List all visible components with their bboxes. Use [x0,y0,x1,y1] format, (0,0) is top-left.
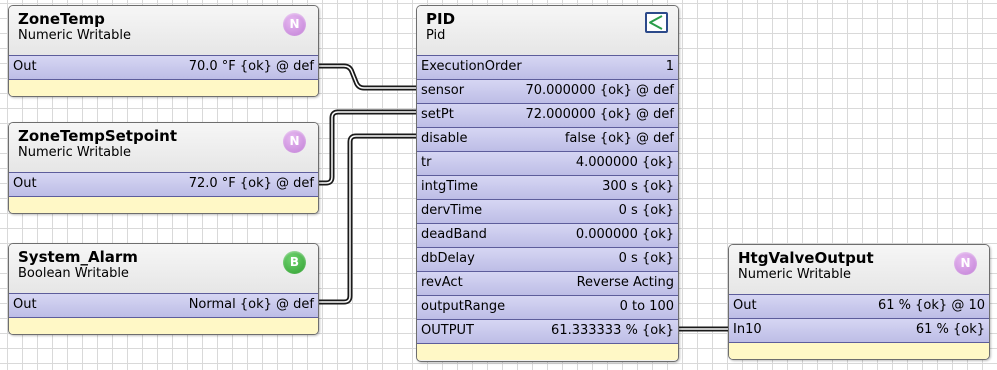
slot-dbdelay[interactable]: dbDelay 0 s {ok} [417,247,678,271]
slot-deadband[interactable]: deadBand 0.000000 {ok} [417,223,678,247]
block-title: ZoneTempSetpoint [18,127,177,145]
numeric-badge-icon: N [954,252,977,275]
block-type: Numeric Writable [738,267,852,282]
slot-name: outputRange [421,299,506,314]
slot-value: 70.0 °F {ok} @ def [188,59,314,74]
slot-name: deadBand [421,227,487,242]
slot-name: tr [421,155,432,170]
slot-value: 0 s {ok} [618,251,674,266]
slot-value: 0 to 100 [619,299,674,314]
slot-name: intgTime [421,179,479,194]
block-header[interactable]: ZoneTemp Numeric Writable N [9,6,318,55]
slot-value: 72.000000 {ok} @ def [525,107,674,122]
slot-out[interactable]: Out Normal {ok} @ def [9,293,318,317]
slot-value: 61 % {ok} @ 10 [878,298,985,313]
slot-name: Out [733,298,757,313]
block-title: PID [426,10,456,28]
system-alarm-block[interactable]: System_Alarm Boolean Writable B Out Norm… [8,243,319,335]
slot-name: Out [13,297,37,312]
slot-name: disable [421,131,468,146]
slot-setpt[interactable]: setPt 72.000000 {ok} @ def [417,103,678,127]
htgvalveoutput-block[interactable]: HtgValveOutput Numeric Writable N Out 61 … [728,244,990,360]
slot-value: 1 [665,59,674,74]
slot-value: 0 s {ok} [618,203,674,218]
block-type: Pid [426,28,446,43]
zonetemp-block[interactable]: ZoneTemp Numeric Writable N Out 70.0 °F … [8,5,319,97]
slot-value: 61.333333 % {ok} [551,323,674,338]
slot-output[interactable]: OUTPUT 61.333333 % {ok} [417,319,678,343]
slot-value: Normal {ok} @ def [188,297,314,312]
slot-name: ExecutionOrder [421,59,522,74]
slot-out[interactable]: Out 70.0 °F {ok} @ def [9,55,318,79]
block-footer [729,342,989,359]
slot-sensor[interactable]: sensor 70.000000 {ok} @ def [417,79,678,103]
link-zonetemp-to-sensor[interactable] [315,63,423,91]
block-header[interactable]: HtgValveOutput Numeric Writable N [729,245,989,294]
numeric-badge-icon: N [283,130,306,153]
block-header[interactable]: PID Pid [417,6,678,55]
block-footer [417,343,678,360]
pid-block[interactable]: PID Pid ExecutionOrder 1 sensor 70.000000 … [416,5,679,362]
block-type: Numeric Writable [18,28,132,43]
slot-value: 0.000000 {ok} [575,227,674,242]
block-header[interactable]: ZoneTempSetpoint Numeric Writable N [9,123,318,172]
zonetempsetpoint-block[interactable]: ZoneTempSetpoint Numeric Writable N Out … [8,122,319,214]
block-type: Numeric Writable [18,145,132,160]
slot-disable[interactable]: disable false {ok} @ def [417,127,678,151]
block-footer [9,317,318,334]
slot-name: Out [13,176,37,191]
slot-name: OUTPUT [421,323,474,338]
block-footer [9,79,318,96]
slot-name: Out [13,59,37,74]
slot-tr[interactable]: tr 4.000000 {ok} [417,151,678,175]
slot-value: 300 s {ok} [602,179,674,194]
slot-value: Reverse Acting [576,275,674,290]
block-title: HtgValveOutput [738,249,874,267]
link-setpoint-to-setpt[interactable] [315,109,423,186]
slot-name: dbDelay [421,251,475,266]
slot-intgtime[interactable]: intgTime 300 s {ok} [417,175,678,199]
slot-name: sensor [421,83,465,98]
slot-in10[interactable]: In10 61 % {ok} [729,318,989,342]
block-header[interactable]: System_Alarm Boolean Writable B [9,244,318,293]
boolean-badge-icon: B [283,251,306,274]
block-type: Boolean Writable [18,266,129,281]
slot-value: 61 % {ok} [915,322,985,337]
slot-value: 72.0 °F {ok} @ def [188,176,314,191]
slot-name: setPt [421,107,454,122]
slot-name: dervTime [421,203,483,218]
pid-loop-icon [645,12,668,33]
slot-out[interactable]: Out 61 % {ok} @ 10 [729,294,989,318]
slot-value: 70.000000 {ok} @ def [525,83,674,98]
slot-out[interactable]: Out 72.0 °F {ok} @ def [9,172,318,196]
slot-name: revAct [421,275,463,290]
block-title: System_Alarm [18,248,138,266]
slot-value: false {ok} @ def [564,131,674,146]
slot-value: 4.000000 {ok} [575,155,674,170]
numeric-badge-icon: N [283,13,306,36]
block-title: ZoneTemp [18,10,105,28]
slot-revact[interactable]: revAct Reverse Acting [417,271,678,295]
slot-name: In10 [733,322,762,337]
block-footer [9,196,318,213]
link-alarm-to-disable[interactable] [315,133,423,305]
slot-outputrange[interactable]: outputRange 0 to 100 [417,295,678,319]
slot-executionorder[interactable]: ExecutionOrder 1 [417,55,678,79]
slot-dervtime[interactable]: dervTime 0 s {ok} [417,199,678,223]
